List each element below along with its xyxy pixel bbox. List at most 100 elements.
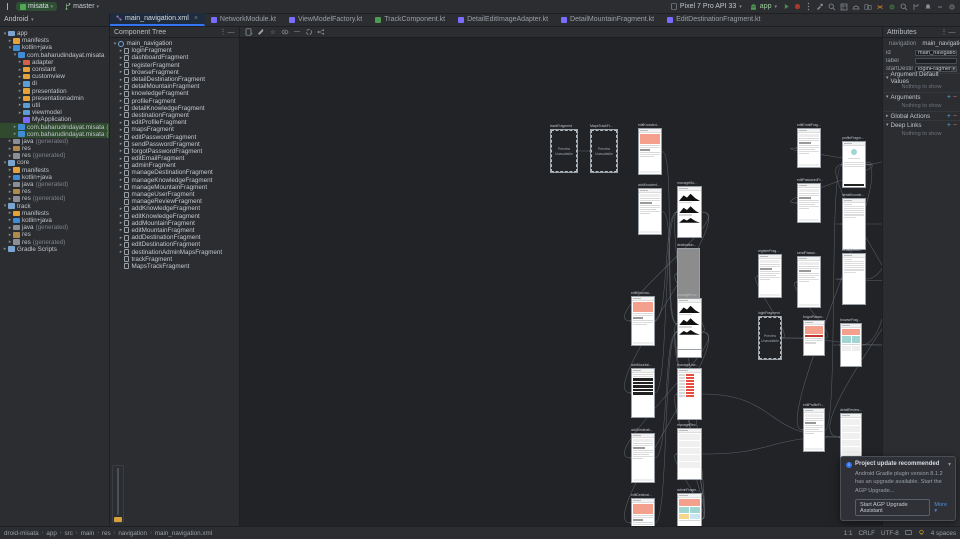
project-tree-node[interactable]: ▸constant [0,66,109,73]
expand-arrow-icon[interactable]: ▸ [119,47,123,54]
settings-icon[interactable] [946,1,957,12]
expand-arrow-icon[interactable]: ▸ [8,195,12,202]
component-tree-item[interactable]: ▸adminFragment [110,162,239,169]
notifications-icon[interactable] [922,1,933,12]
breadcrumb-item[interactable]: res [101,529,111,537]
inspection-icon[interactable] [918,529,925,538]
expand-arrow-icon[interactable]: ▸ [119,62,123,69]
expand-arrow-icon[interactable]: ▸ [119,69,123,76]
run-configuration-selector[interactable]: app ▾ [746,2,781,11]
expand-arrow-icon[interactable]: ▸ [18,73,22,80]
project-tree-node[interactable]: ▸com.baharudindayat.misata(androidTest) [0,123,109,131]
expand-arrow-icon[interactable]: ▸ [119,177,123,184]
destination-node[interactable] [840,323,862,367]
component-tree-item[interactable]: ▸destinationAdminMapsFragment [110,248,239,256]
attribute-input[interactable]: main_navigation [915,49,957,57]
destination-node[interactable] [797,128,821,168]
component-tree-item[interactable]: ▸sendPasswordFragment [110,141,239,148]
more-actions-icon[interactable] [803,1,814,12]
project-tool-window[interactable]: ▾app▸manifests▾kotlin+java▾com.baharudin… [0,27,110,526]
project-tree-node[interactable]: ▸manifests [0,37,109,44]
more-options-icon[interactable]: ⋮ [940,29,948,36]
destination-node[interactable] [797,256,821,308]
destination-node[interactable] [631,498,655,526]
preview-icon[interactable] [281,28,289,36]
editor-tab-detaileditimageadapter-kt[interactable]: DetailEditImageAdapter.kt [452,13,555,26]
layout-inspector-icon[interactable] [838,1,849,12]
remove-icon[interactable]: − [952,121,957,129]
link-icon[interactable] [317,28,325,36]
editor-tab-main_navigation-xml[interactable]: main_navigation.xml× [110,13,205,26]
component-tree-item[interactable]: ▸detailDestinationFragment [110,76,239,83]
zoom-slider-track[interactable] [117,468,119,515]
project-tree-node[interactable]: ▸util [0,102,109,109]
expand-arrow-icon[interactable]: ▸ [119,155,123,162]
indent-setting[interactable]: 4 spaces [930,529,956,537]
expand-arrow-icon[interactable]: ▸ [119,184,123,191]
editor-tab-editdestinationfragment-kt[interactable]: EditDestinationFragment.kt [661,13,767,26]
project-tree-node[interactable]: ▸res(generated) [0,195,109,202]
destination-node[interactable] [638,128,662,175]
refresh-icon[interactable] [305,28,313,36]
component-tree-list[interactable]: ▾main_navigation▸loginFragment▸dashboard… [110,38,239,270]
project-tree-node[interactable]: ▸Gradle Scripts [0,246,109,253]
collapse-arrow-icon[interactable]: ▾ [3,203,7,210]
profiler-icon[interactable] [850,1,861,12]
project-tree-node[interactable]: ▸res [0,231,109,238]
component-tree-item[interactable]: ▸knowledgeFragment [110,90,239,97]
device-manager-icon[interactable] [862,1,873,12]
component-tree-item[interactable]: ▸browseFragment [110,69,239,76]
zoom-slider-thumb[interactable] [114,517,122,522]
device-selector[interactable]: Pixel 7 Pro API 33 ▾ [667,2,746,11]
destination-node[interactable] [842,141,866,188]
zoom-slider[interactable] [112,465,124,523]
expand-arrow-icon[interactable]: ▸ [119,141,123,148]
breadcrumb-item[interactable]: navigation [118,529,148,537]
component-tree-item[interactable]: ▸profileFragment [110,98,239,105]
expand-arrow-icon[interactable]: ▸ [119,98,123,105]
collapse-arrow-icon[interactable]: ▾ [3,159,7,166]
component-tree-item[interactable]: ▸addDestinationFragment [110,234,239,241]
component-tree-item[interactable]: ▸manageKnowledgeFragment [110,177,239,184]
collapse-arrow-icon[interactable]: ▾ [113,40,117,47]
component-tree-item[interactable]: ▸editDestinationFragment [110,241,239,248]
expand-arrow-icon[interactable]: ▸ [18,102,22,109]
expand-arrow-icon[interactable]: ▸ [18,66,22,73]
project-tree-node[interactable]: ▸res [0,188,109,195]
component-tree-root[interactable]: ▾main_navigation [110,40,239,47]
component-tree-item[interactable]: ▸destinationFragment [110,112,239,119]
destination-node[interactable] [677,368,702,420]
destination-node[interactable] [842,253,866,305]
file-encoding[interactable]: UTF-8 [880,529,899,537]
expand-arrow-icon[interactable]: ▸ [8,210,12,217]
branch-selector[interactable]: master ▾ [61,2,103,11]
component-tree-item[interactable]: ▸detailKnowledgeFragment [110,105,239,112]
breadcrumb-item[interactable]: src [64,529,73,537]
expand-arrow-icon[interactable]: ▸ [13,131,17,138]
sdk-manager-icon[interactable] [886,1,897,12]
breadcrumb-item[interactable]: app [46,529,57,537]
component-tree-item[interactable]: trackFragment [110,256,239,263]
project-tree-node[interactable]: ▸presentation [0,88,109,95]
project-tree-node[interactable]: ▸manifests [0,167,109,174]
expand-arrow-icon[interactable]: ▸ [8,231,12,238]
expand-arrow-icon[interactable]: ▸ [119,76,123,83]
project-tree-node[interactable]: ▾app [0,30,109,37]
destination-node[interactable] [840,413,862,461]
destination-node[interactable] [677,428,702,480]
component-tree-item[interactable]: ▸addKnowledgeFragment [110,205,239,212]
component-tree-item[interactable]: manageReviewFragment [110,198,239,205]
remove-icon[interactable]: − [952,93,957,101]
add-icon[interactable]: + [946,121,951,129]
editor-tab-networkmodule-kt[interactable]: NetworkModule.kt [205,13,283,26]
close-tab-icon[interactable]: × [193,15,198,22]
destination-node[interactable] [797,183,821,223]
attribute-section-header[interactable]: ▾Arguments+− [883,92,960,101]
project-tree-node[interactable]: ▸kotlin+java [0,174,109,181]
component-tree-item[interactable]: ▸editMountainFragment [110,227,239,234]
read-only-icon[interactable] [905,529,912,538]
